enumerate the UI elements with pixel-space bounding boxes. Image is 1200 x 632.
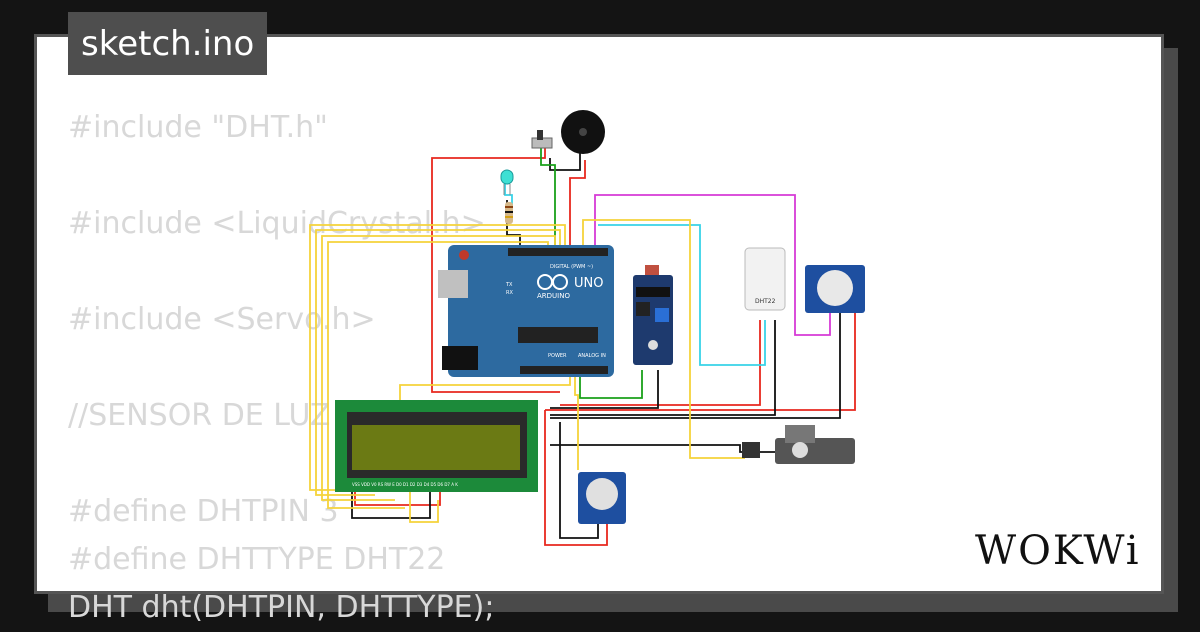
wire-yellow-4 [327,241,549,509]
wire-black-servo [550,444,775,453]
code-line: //SENSOR DE LUZ [68,398,331,433]
analog-label: ANALOG IN [578,353,606,359]
wire-yellow-2 [315,229,561,496]
wire-red-buzzer [569,160,586,245]
wire-red-lcd [354,488,441,506]
wire-black-lcd [351,488,431,519]
wire-green-ldr [579,370,643,399]
code-line: #define DHTPIN 3 [68,494,339,529]
rx-label: RX [506,290,513,296]
code-background: #include "DHT.h"#include <LiquidCrystal.… [68,104,494,632]
code-line: DHT dht(DHTPIN, DHTTYPE); [68,590,495,625]
slide-switch[interactable] [531,130,553,149]
wire-yellow-lcdv0 [409,488,439,523]
tx-label: TX [505,282,513,288]
wire-yellow-5 [582,219,745,459]
dht-label: DHT22 [755,298,776,305]
wire-red-power [431,148,560,393]
wire-black-gnd [550,310,841,419]
digital-label: DIGITAL (PWM ~) [550,264,593,270]
file-tab[interactable]: sketch.ino [68,12,268,75]
arduino-brand: UNO [574,276,603,291]
lcd-pin-labels: VSS VDD V0 RS RW E D0 D1 D2 D3 D4 D5 D6 … [352,482,458,487]
arduino-uno[interactable]: UNO ARDUINO DIGITAL (PWM ~) POWER ANALOG… [438,245,614,377]
wire-red-pot [544,410,608,546]
code-line: #include <Servo.h> [68,302,376,337]
wire-yellow-3 [321,235,556,501]
potentiometer[interactable] [578,472,626,524]
wire-black-buzzer [549,150,581,171]
pir-sensor[interactable] [805,265,865,313]
wire-red-dht [560,320,761,406]
lcd-display[interactable]: VSS VDD V0 RS RW E D0 D1 D2 D3 D4 D5 D6 … [335,400,538,492]
ldr-module[interactable] [633,265,673,365]
servo-motor[interactable] [742,425,855,464]
wire-black-ldr [550,370,659,409]
code-line: #define DHTTYPE DHT22 [68,542,446,577]
buzzer[interactable] [561,110,605,154]
wire-cyan-led [504,175,513,210]
wire-green-switch [540,148,556,245]
dht22-sensor[interactable]: DHT22 [744,247,786,311]
power-label: POWER [548,353,567,359]
wokwi-logo: WOKWi [975,528,1141,574]
code-line: #include "DHT.h" [68,110,328,145]
wire-cyan-dht [598,224,766,366]
led[interactable] [500,169,514,195]
arduino-sub: ARDUINO [537,292,570,300]
wire-black-dht [550,320,776,416]
wires [309,148,856,546]
wire-yellow-7 [574,372,579,470]
wire-magenta-pir [594,194,831,336]
resistor[interactable] [505,202,513,224]
wire-black-pot [559,422,599,539]
